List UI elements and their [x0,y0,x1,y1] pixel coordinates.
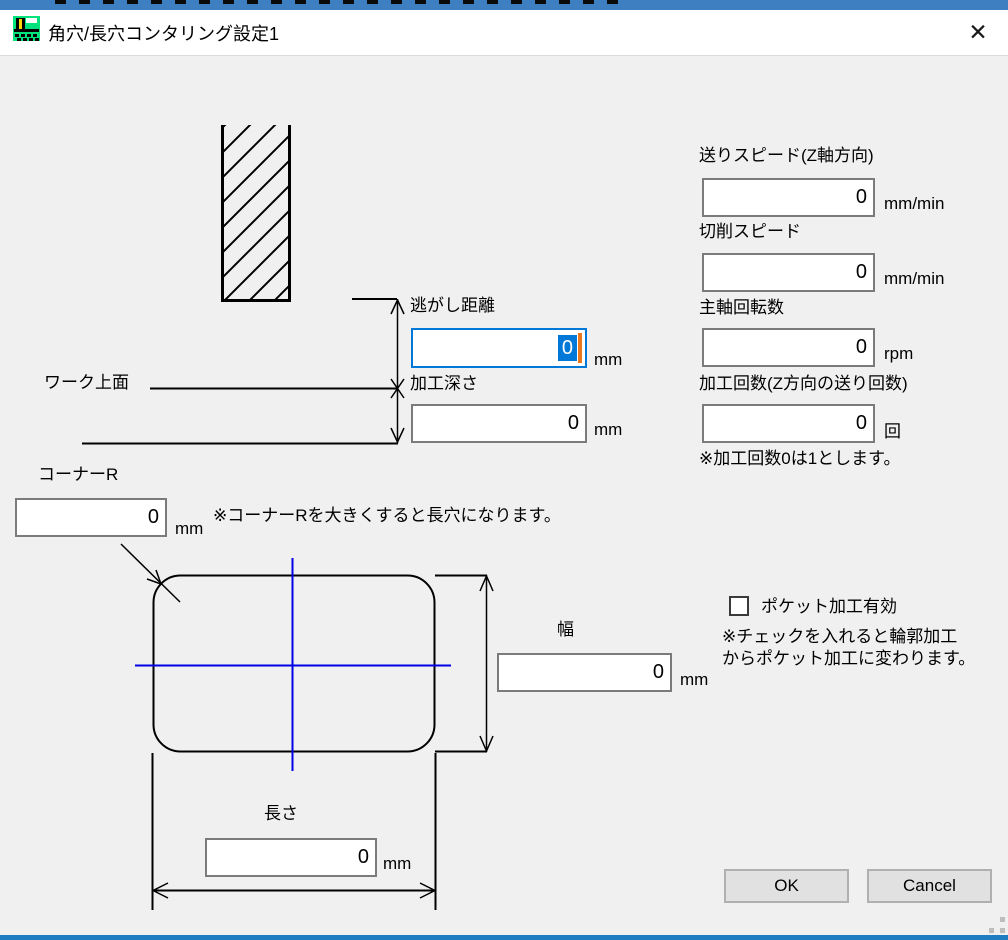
text-caret [578,333,582,363]
pocket-enable-label: ポケット加工有効 [761,597,897,616]
escape-distance-label: 逃がし距離 [410,296,495,315]
feed-speed-z-unit: mm/min [884,194,945,213]
cutting-speed-unit: mm/min [884,269,945,288]
length-unit: mm [383,854,412,873]
corner-r-label: コーナーR [38,465,119,484]
ok-button-label: OK [774,876,799,895]
ok-button[interactable]: OK [724,869,849,903]
length-label: 長さ [264,804,298,823]
selected-value: 0 [557,335,577,361]
pass-count-label: 加工回数(Z方向の送り回数) [699,374,908,393]
close-button[interactable]: ✕ [960,14,996,50]
width-input[interactable] [497,653,672,692]
background-window-top-edge [0,0,1008,10]
cut-depth-label: 加工深さ [410,374,478,393]
spindle-rpm-label: 主軸回転数 [699,298,784,317]
work-top-label: ワーク上面 [44,373,129,392]
grip-dot [1000,917,1005,922]
cancel-button[interactable]: Cancel [867,869,992,903]
cutting-speed-label: 切削スピード [699,222,801,241]
escape-distance-input[interactable]: 0 [411,328,587,368]
cut-depth-input[interactable] [411,404,587,443]
close-icon: ✕ [968,18,988,45]
background-window-bottom-edge [0,935,1008,940]
width-unit: mm [680,670,709,689]
pocket-enable-checkbox[interactable] [729,596,749,616]
escape-distance-unit: mm [594,350,623,369]
tool-hatch [222,125,290,301]
grip-dot [989,928,994,933]
width-label: 幅 [557,620,574,639]
corner-r-input[interactable] [15,498,167,537]
cut-depth-unit: mm [594,420,623,439]
length-input[interactable] [205,838,377,877]
feed-speed-z-label: 送りスピード(Z軸方向) [699,146,874,165]
feed-speed-z-input[interactable] [702,178,875,217]
spindle-rpm-input[interactable] [702,328,875,367]
pocket-note-line1: ※チェックを入れると輪郭加工 [722,627,958,646]
title-bar[interactable]: 角穴/長穴コンタリング設定1 ✕ [0,10,1008,56]
pocket-note-line2: からポケット加工に変わります。 [722,649,976,668]
resize-grip[interactable] [984,910,1006,934]
cancel-button-label: Cancel [903,876,956,895]
cutting-speed-input[interactable] [702,253,875,292]
pass-count-note: ※加工回数0は1とします。 [699,449,901,468]
pass-count-unit: 回 [884,422,901,441]
pass-count-input[interactable] [702,404,875,443]
corner-r-note: ※コーナーRを大きくすると長穴になります。 [213,506,561,525]
dialog-body: 逃がし距離 0 mm 加工深さ mm ワーク上面 送りスピード(Z軸方向) mm… [0,56,1008,935]
spindle-rpm-unit: rpm [884,344,914,363]
corner-r-unit: mm [175,519,204,538]
app-icon [13,16,40,41]
window-title: 角穴/長穴コンタリング設定1 [48,24,280,44]
grip-dot [1000,928,1005,933]
background-window-dashes [55,0,625,4]
